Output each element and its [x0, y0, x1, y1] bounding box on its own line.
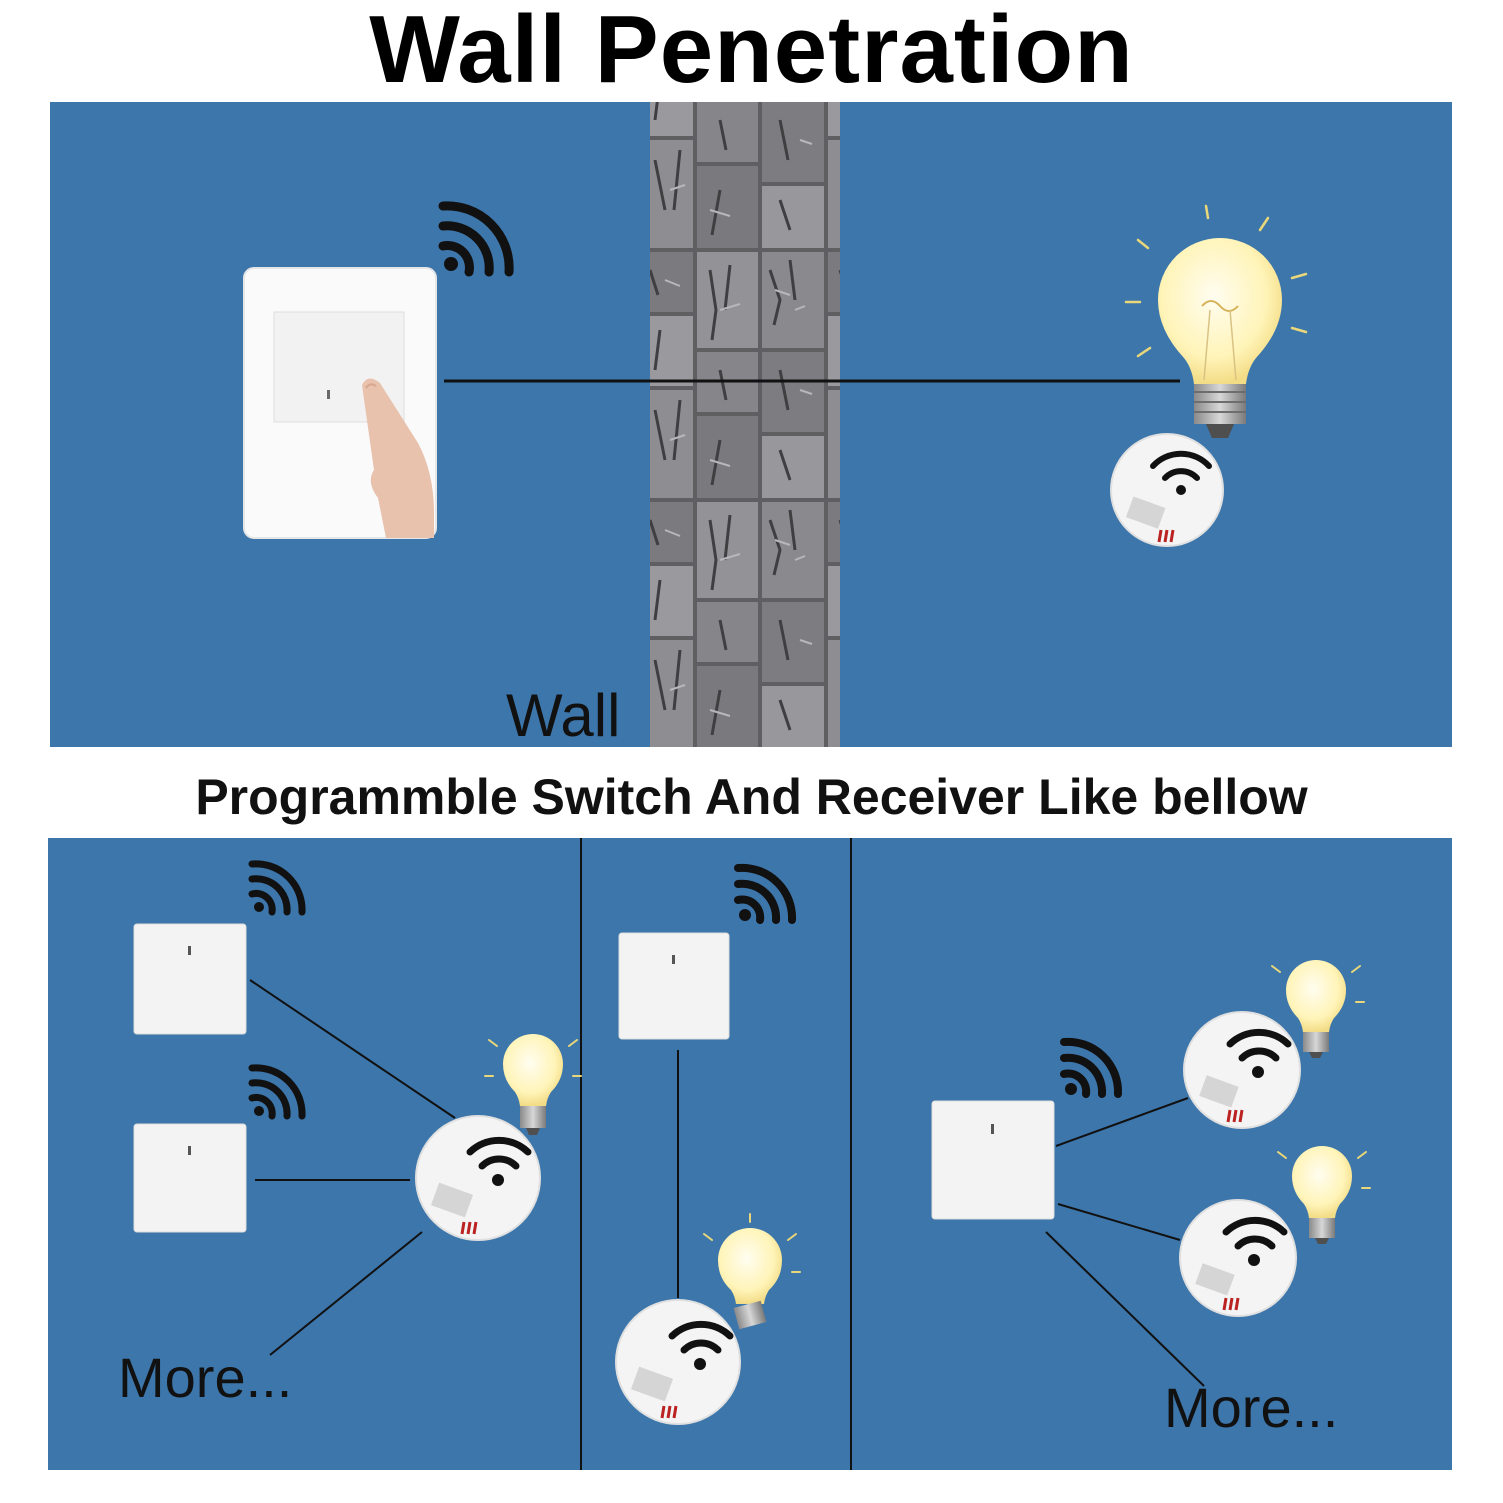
- link-line: [269, 1231, 423, 1356]
- page-title: Wall Penetration: [369, 0, 1134, 103]
- wifi-signal-icon: [438, 201, 514, 277]
- stone-wall: [650, 102, 840, 747]
- light-bulb-icon: [484, 1034, 582, 1135]
- wifi-signal-icon: [1060, 1037, 1123, 1098]
- wall-label: Wall: [506, 682, 621, 749]
- finger-press-icon: [362, 378, 434, 538]
- light-bulb-icon: [1277, 1146, 1371, 1244]
- light-bulb-icon: [1271, 960, 1365, 1058]
- link-line: [249, 979, 456, 1119]
- light-bulb-icon: [1124, 204, 1308, 438]
- section-subtitle: Programmble Switch And Receiver Like bel…: [195, 769, 1308, 825]
- link-line: [1057, 1203, 1181, 1241]
- wall-switch-icon: [133, 1123, 247, 1233]
- wall-switch-icon: [931, 1100, 1055, 1220]
- wifi-signal-icon: [734, 863, 797, 924]
- more-label-right: More...: [1164, 1376, 1339, 1439]
- more-label-left: More...: [118, 1346, 293, 1409]
- light-bulb-icon: [703, 1213, 801, 1330]
- receiver-icon: [1183, 1011, 1301, 1129]
- link-line: [1055, 1097, 1189, 1147]
- wifi-signal-icon: [248, 1064, 306, 1120]
- wall-switch-icon: [618, 932, 730, 1040]
- wall-switch-icon: [133, 923, 247, 1035]
- link-line: [1045, 1231, 1205, 1387]
- receiver-icon: [615, 1299, 741, 1425]
- receiver-icon: [415, 1115, 541, 1241]
- receiver-icon: [1110, 433, 1224, 547]
- wifi-signal-icon: [248, 860, 306, 916]
- receiver-icon: [1179, 1199, 1297, 1317]
